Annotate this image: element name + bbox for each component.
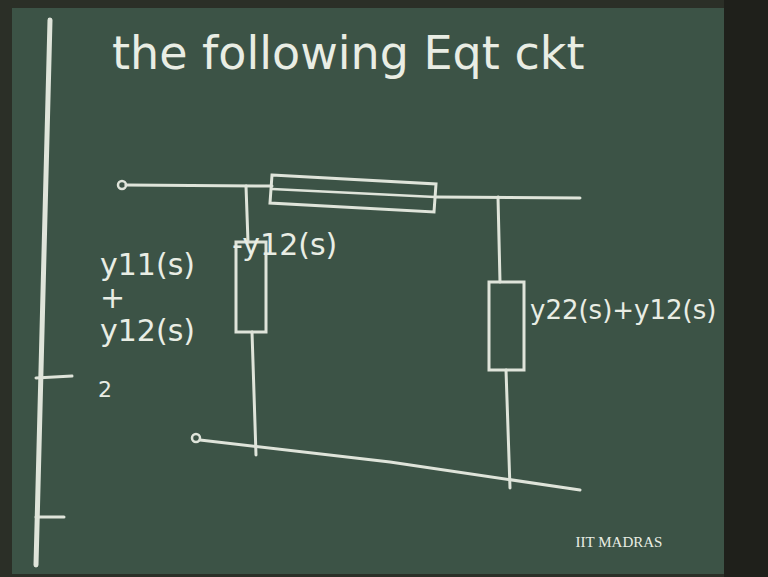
margin-number: 2 [98,378,112,402]
wire [200,440,580,490]
wire [435,197,580,198]
margin-mark [36,376,72,378]
circuit-drawing [36,20,580,565]
series-admittance-box [270,175,436,212]
wire [272,189,435,197]
wire [506,370,510,488]
wire [126,185,272,186]
wire [498,197,500,282]
board-edge [724,0,768,577]
shunt-admittance-box [489,282,524,370]
watermark: IIT MADRAS [574,534,664,551]
board-surface [12,8,724,574]
admittance-label: -y12(s) [232,228,337,261]
wire [252,332,256,455]
admittance-label: y22(s)+y12(s) [530,296,716,325]
margin-mark [36,516,64,519]
margin-line [36,20,50,565]
admittance-label: y11(s) + y12(s) [100,248,220,347]
board-heading: the following Eqt ckt [112,28,584,79]
